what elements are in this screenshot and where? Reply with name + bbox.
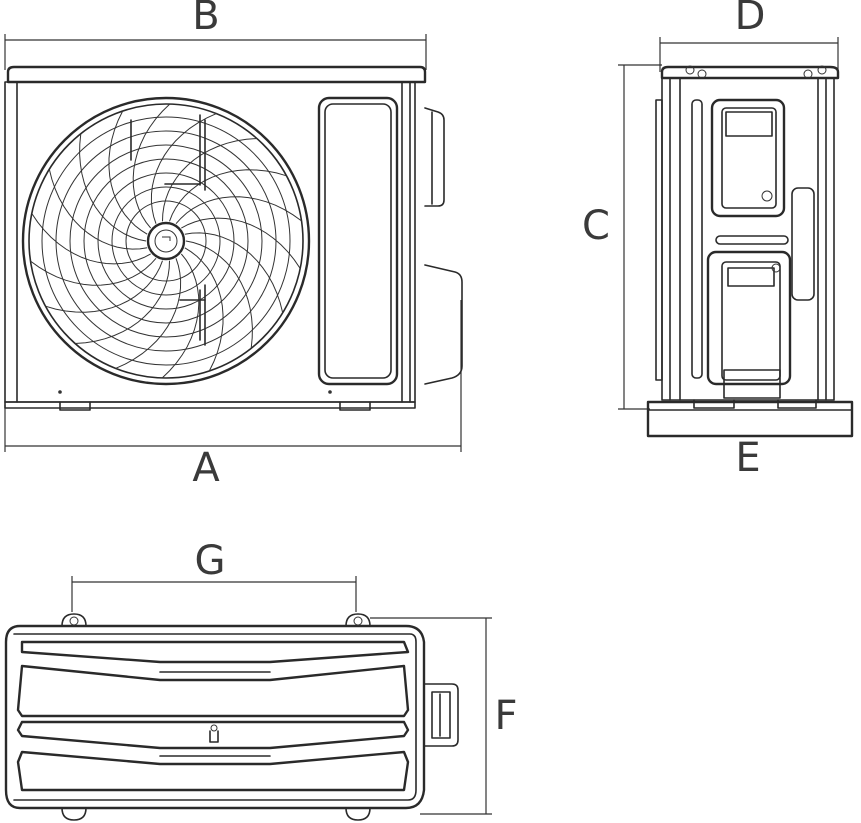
grille-spoke	[150, 113, 217, 224]
dimension-line-c	[618, 64, 662, 410]
grille-spoke	[75, 260, 170, 344]
side-view: D C E	[582, 0, 854, 481]
grille-spoke	[45, 260, 163, 313]
grille-spoke	[79, 133, 147, 242]
label-d: D	[735, 0, 766, 39]
front-view: B A	[4, 0, 463, 491]
dimension-line-g	[71, 576, 357, 612]
grille-spoke	[132, 103, 171, 229]
grille-spoke	[115, 258, 182, 369]
grille-spoke	[161, 253, 200, 379]
label-f: F	[494, 693, 517, 739]
grille-spoke	[169, 169, 287, 222]
grille-spoke	[175, 196, 302, 225]
fan-grille	[21, 96, 311, 386]
grille-spoke	[48, 169, 148, 250]
grille-spoke	[181, 217, 301, 269]
grille-spoke	[30, 257, 157, 286]
label-g: G	[195, 538, 226, 584]
front-cabinet	[4, 65, 463, 411]
top-view: G F	[4, 538, 518, 821]
dimension-line-d	[659, 37, 839, 72]
label-a: A	[192, 445, 220, 491]
top-cabinet	[4, 613, 459, 821]
side-cabinet	[646, 65, 854, 438]
dimension-line-f	[370, 617, 492, 815]
dimension-line-b	[4, 34, 427, 70]
grille-spoke	[31, 213, 151, 265]
label-e: E	[735, 435, 760, 481]
grille-spoke	[184, 232, 284, 313]
dimension-line-a	[4, 300, 462, 452]
grille-spoke	[185, 240, 253, 349]
grille-spoke	[162, 138, 257, 222]
grille-spoke	[108, 110, 148, 235]
grille-spoke	[184, 247, 224, 372]
label-b: B	[192, 0, 219, 39]
label-c: C	[582, 203, 610, 249]
